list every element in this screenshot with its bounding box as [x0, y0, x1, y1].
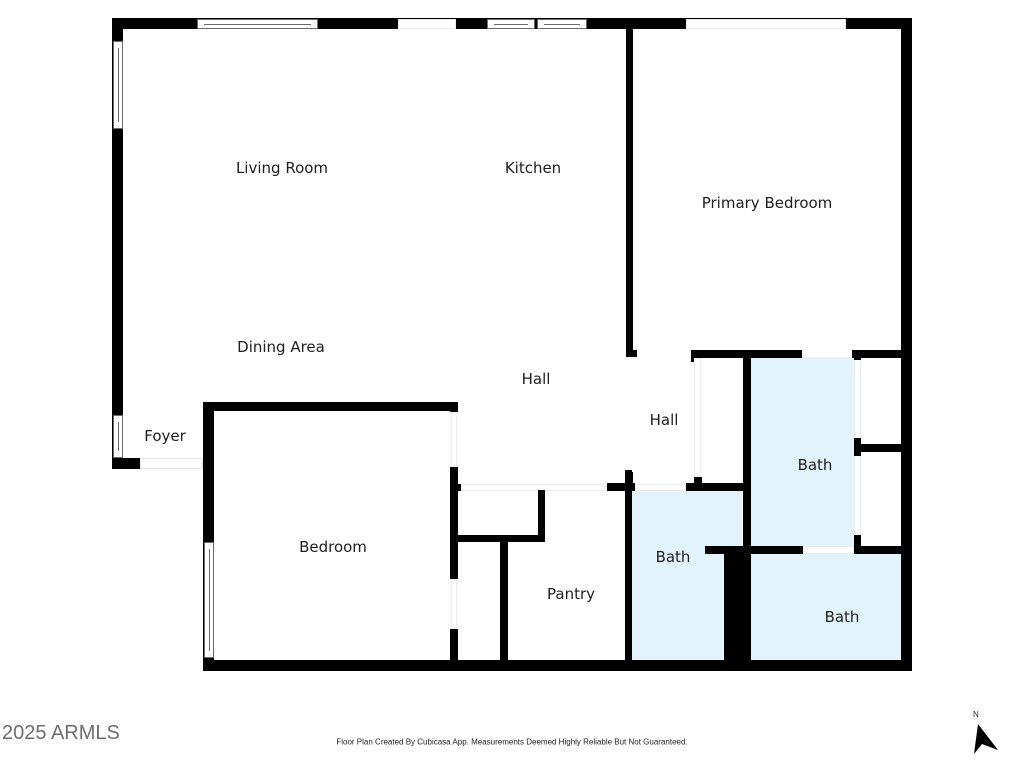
- wall-bottom: [203, 660, 912, 671]
- opening-hall-closet: [694, 358, 701, 484]
- north-indicator: N: [968, 710, 1002, 758]
- window-left-foyer: [113, 415, 123, 458]
- wall-hall-small-stub: [691, 350, 699, 362]
- bath-fill-lower-right: [751, 554, 902, 660]
- wall-hall-stub-left: [450, 484, 461, 491]
- wall-primary-bottom-b: [852, 350, 902, 358]
- window-top-kitchen-b: [537, 19, 587, 29]
- wall-hall-small-bottom-a: [607, 483, 635, 491]
- room-label-bath-lower-right: Bath: [824, 608, 860, 626]
- wall-bedroom-right-bottom: [450, 629, 458, 667]
- foyer-door-opening: [140, 458, 203, 469]
- wall-primary-left: [626, 29, 633, 351]
- opening-bath-divider: [803, 546, 854, 554]
- copyright-watermark: 2025 ARMLS: [2, 722, 120, 744]
- room-label-bedroom: Bedroom: [299, 538, 367, 556]
- room-label-living-room: Living Room: [235, 159, 329, 177]
- room-label-bath-upper: Bath: [797, 456, 833, 474]
- room-label-bath-lower-left: Bath: [655, 548, 691, 566]
- room-label-kitchen: Kitchen: [504, 159, 562, 177]
- wall-bedroom-right-top: [450, 402, 458, 412]
- opening-bath-lower-left: [635, 484, 686, 491]
- window-left-bedroom: [204, 542, 214, 658]
- window-top-kitchen-a: [487, 19, 535, 29]
- opening-top-kitchen: [398, 19, 456, 29]
- room-label-hall-main: Hall: [521, 370, 551, 388]
- wall-bedroom-left: [203, 402, 214, 671]
- room-label-pantry: Pantry: [547, 585, 595, 603]
- wall-hall-left-stub: [626, 472, 633, 488]
- floor-plan-disclaimer: Floor Plan Created By Cubicasa App. Meas…: [336, 737, 688, 747]
- wall-hall-left-lower: [625, 470, 632, 670]
- wall-hall-small-bottom-b: [686, 483, 746, 491]
- wall-bedroom-right-mid: [450, 467, 458, 579]
- bath-fill-upper: [751, 357, 855, 547]
- wall-closet-right: [538, 490, 545, 542]
- wall-closet-bath: [743, 357, 751, 667]
- opening-bedroom-closet: [451, 579, 457, 629]
- wall-foyer-bottom: [112, 458, 140, 469]
- room-label-primary-bedroom: Primary Bedroom: [701, 194, 833, 212]
- wall-bath-chase: [724, 546, 751, 667]
- wall-bath-divider-a: [705, 546, 803, 554]
- wall-bedroom-top: [203, 402, 458, 411]
- wall-bath-divider-b: [854, 546, 902, 554]
- bath-fill-lower-left: [632, 490, 742, 660]
- opening-top-primary: [686, 19, 846, 29]
- window-top-living: [197, 19, 318, 29]
- wall-bath-upper-right-stub1: [854, 350, 861, 360]
- wall-primary-left-stub: [626, 350, 637, 357]
- wall-closet-right-divider: [854, 444, 902, 452]
- wall-bath-upper-right-stub3: [854, 535, 861, 550]
- wall-left: [112, 18, 123, 469]
- room-label-dining-area: Dining Area: [237, 338, 325, 356]
- room-label-foyer: Foyer: [144, 427, 186, 445]
- opening-hall-pantry: [461, 484, 607, 491]
- north-label: N: [973, 710, 979, 719]
- opening-bedroom-hall-top: [451, 412, 457, 467]
- wall-right: [901, 18, 912, 670]
- wall-pantry-left: [500, 540, 508, 667]
- wall-closet-bottom: [456, 535, 545, 542]
- north-arrow-icon: [974, 724, 998, 754]
- wall-hall-small-stub2: [694, 477, 702, 485]
- wall-primary-bottom-a: [691, 350, 802, 358]
- room-label-hall-small: Hall: [649, 411, 679, 429]
- window-left-living: [113, 41, 123, 129]
